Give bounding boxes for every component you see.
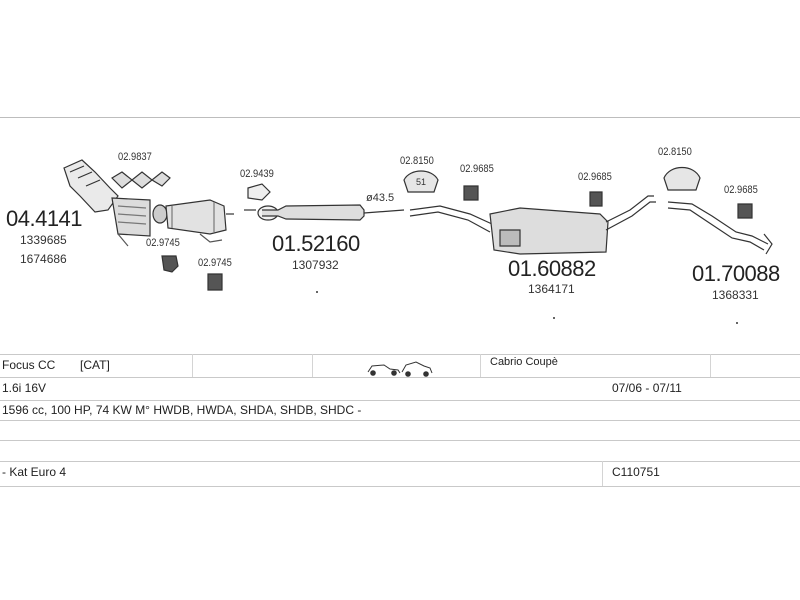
part-ref-rear-middle: 1364171 <box>528 282 575 296</box>
table-divider <box>710 354 711 377</box>
vehicle-model: Focus CC <box>2 358 56 372</box>
vehicle-body-type: Cabrio Coupè <box>490 356 558 368</box>
part-ref-front-2: 1674686 <box>20 252 67 266</box>
clamp-size-label: 51 <box>416 177 427 187</box>
accessory-mount-a: 02.9745 <box>146 237 180 249</box>
table-line <box>0 440 800 441</box>
table-line <box>0 377 800 378</box>
accessory-clamp-b: 02.8150 <box>400 155 434 167</box>
table-line <box>0 461 800 462</box>
manifold-catalyst-drawing <box>63 159 234 247</box>
hanger-drawing <box>463 185 753 219</box>
top-border <box>0 117 800 118</box>
vehicle-years: 07/06 - 07/11 <box>612 381 682 395</box>
accessory-hanger-a: 02.9685 <box>460 163 494 175</box>
vehicle-code: C110751 <box>612 465 660 479</box>
part-ref-middle: 1307932 <box>292 258 339 272</box>
accessory-clamp-a: 02.9439 <box>240 168 274 180</box>
table-divider <box>602 461 603 486</box>
part-number-middle: 01.52160 <box>272 231 360 256</box>
table-divider <box>192 354 193 377</box>
table-line <box>0 420 800 421</box>
vehicle-emission: - Kat Euro 4 <box>2 465 67 479</box>
accessory-hanger-b: 02.9685 <box>578 171 612 183</box>
vehicle-engine: 1.6i 16V <box>2 381 47 395</box>
table-line <box>0 354 800 355</box>
part-number-rear-middle: 01.60882 <box>508 256 596 281</box>
accessory-hanger-c: 02.9685 <box>724 184 758 196</box>
part-ref-rear: 1368331 <box>712 288 759 302</box>
pipe-diameter-label: ø43.5 <box>366 192 395 204</box>
front-gasket-drawing <box>111 171 171 189</box>
clamp-51-rear-drawing <box>663 166 701 191</box>
accessory-clamp-c: 02.8150 <box>658 146 692 158</box>
accessory-mount-b: 02.9745 <box>198 257 232 269</box>
part-ref-front-1: 1339685 <box>20 233 67 247</box>
marker-dot <box>553 317 555 319</box>
table-line <box>0 400 800 401</box>
middle-silencer-drawing <box>244 183 405 221</box>
rear-tailpipe-drawing <box>667 201 773 255</box>
car-icons <box>367 361 433 377</box>
table-divider <box>312 354 313 377</box>
part-number-front: 04.4141 <box>6 206 83 231</box>
table-line <box>0 486 800 487</box>
rubber-mount-drawing <box>161 255 223 291</box>
vehicle-spec: 1596 cc, 100 HP, 74 KW M° HWDB, HWDA, SH… <box>2 403 362 417</box>
rear-middle-silencer-drawing <box>409 195 656 255</box>
table-divider <box>480 354 481 377</box>
clamp-51-drawing <box>403 170 439 193</box>
vehicle-tag: [CAT] <box>80 358 110 372</box>
marker-dot <box>736 322 738 324</box>
marker-dot <box>316 291 318 293</box>
accessory-gasket-front: 02.9837 <box>118 151 152 163</box>
part-number-rear: 01.70088 <box>692 261 780 286</box>
